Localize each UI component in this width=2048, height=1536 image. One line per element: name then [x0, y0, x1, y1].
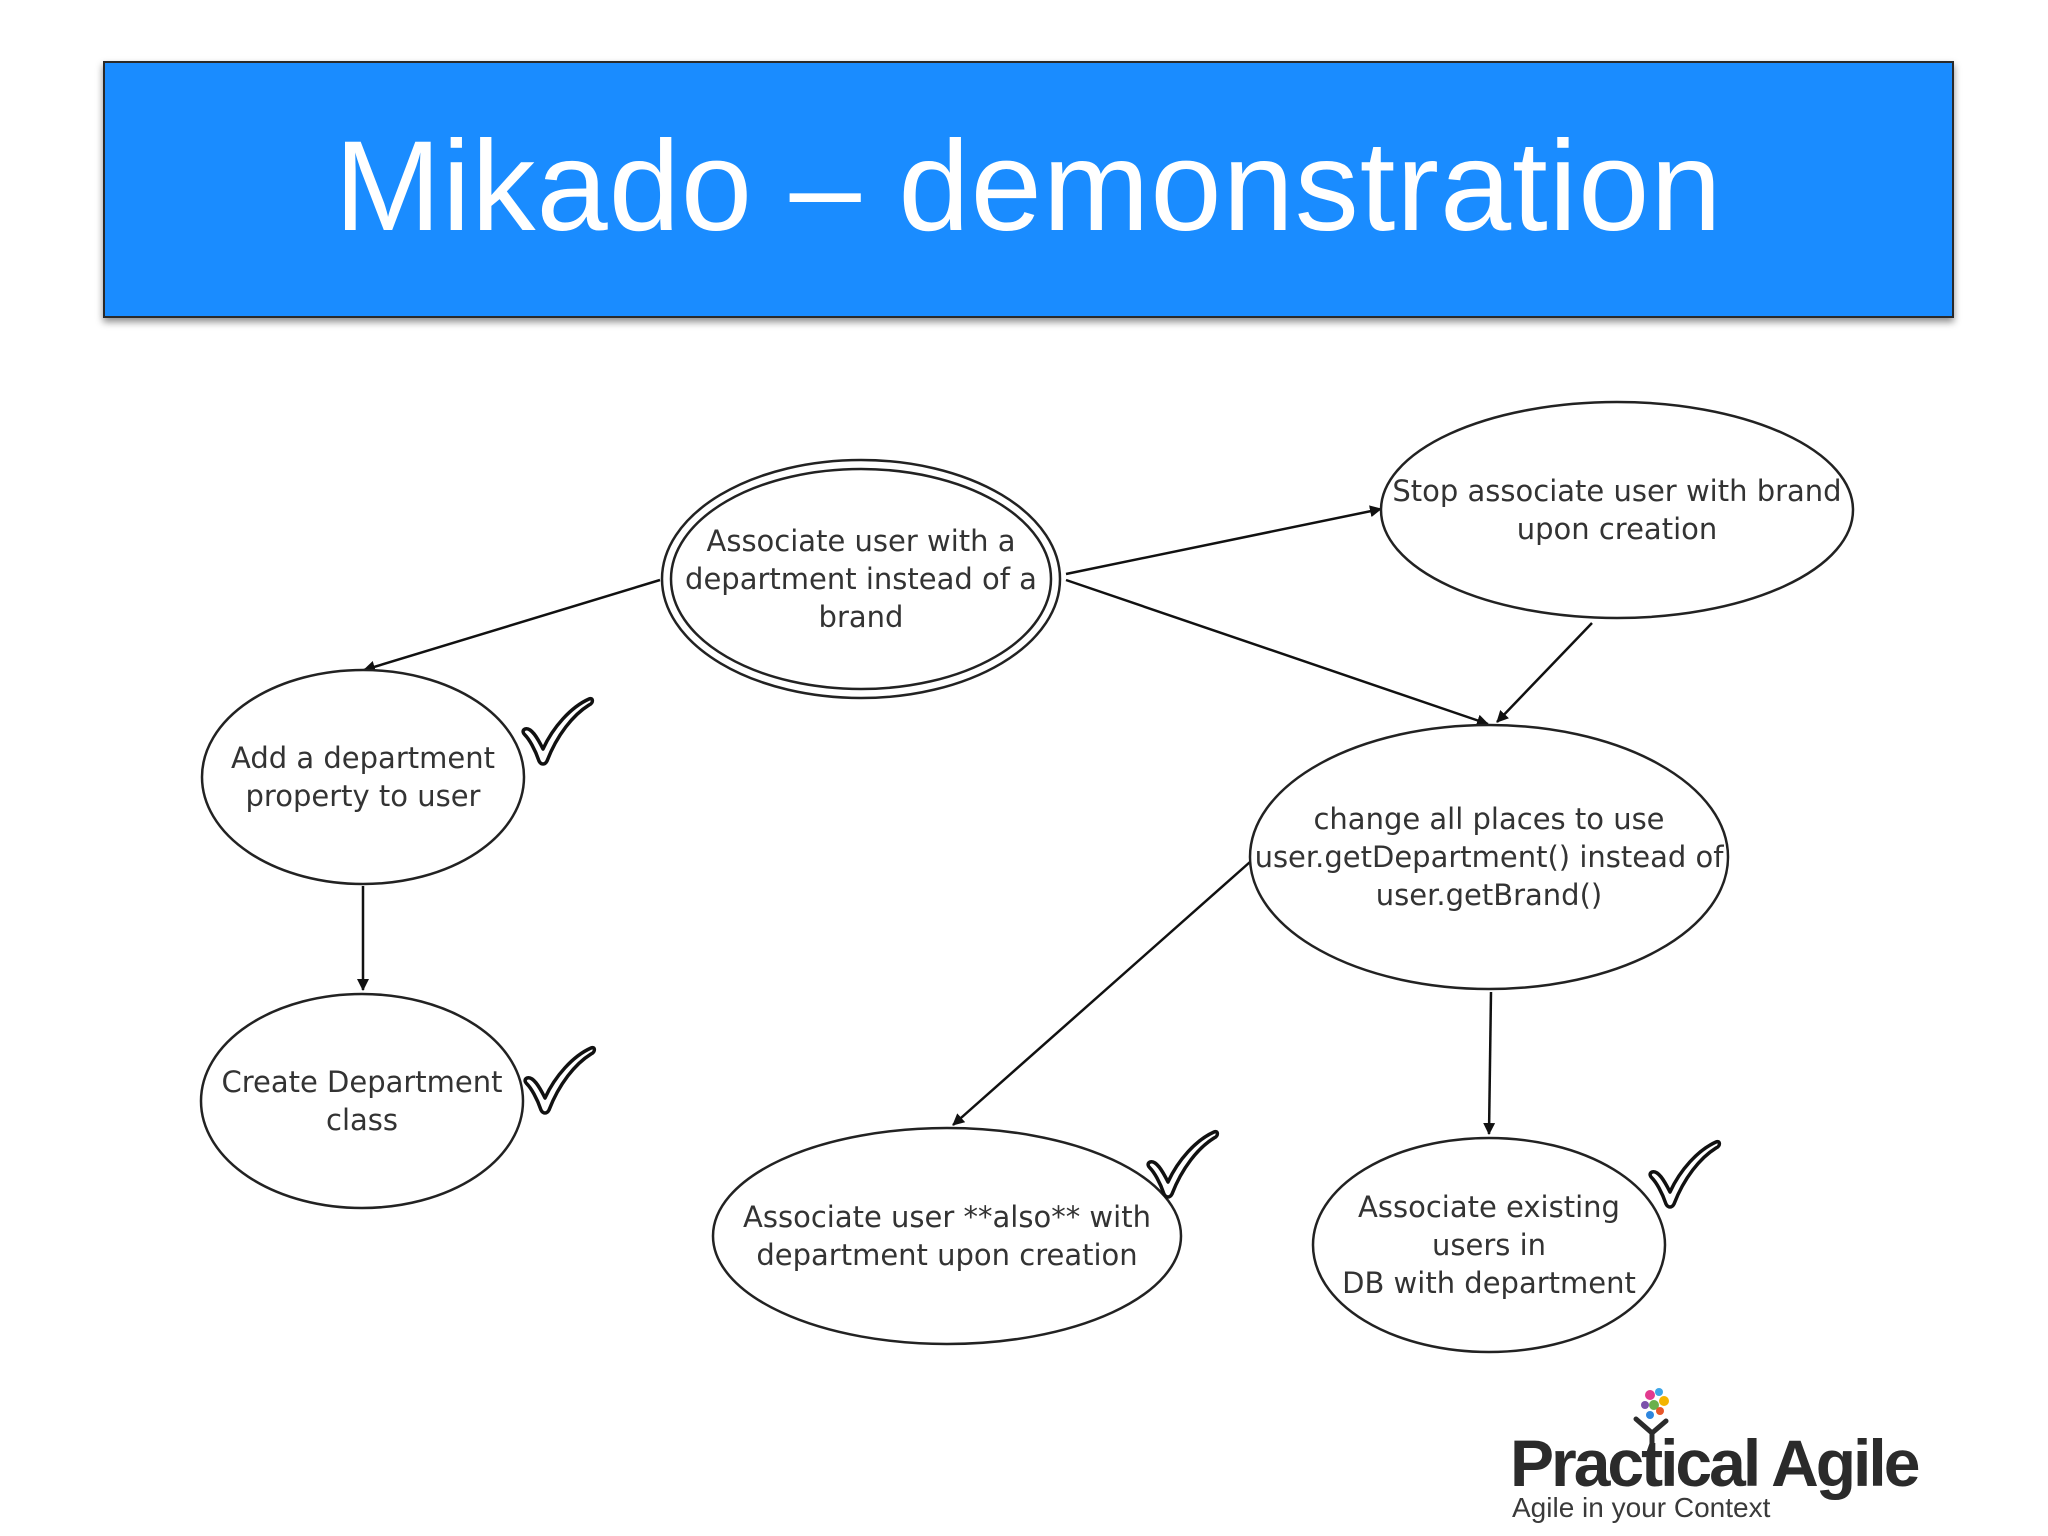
node-ellipse [200, 668, 526, 886]
node-label-line: department instead of a [685, 562, 1037, 596]
node-label-line: Stop associate user with brand [1392, 474, 1841, 508]
edge-change_places-to-assoc_also [952, 861, 1251, 1126]
node-label-line: Associate user with a [707, 524, 1016, 558]
logo-name: Practical Agile [1510, 1426, 1920, 1500]
node-add-prop: Add a department property to user [200, 668, 526, 886]
node-ellipse [711, 1126, 1183, 1346]
node-label-line: DB with department [1342, 1266, 1636, 1300]
node-label-line: user.getDepartment() instead of [1255, 840, 1725, 874]
logo-tagline: Agile in your Context [1512, 1492, 1771, 1523]
edge-goal-to-change_places [1065, 578, 1489, 727]
node-ellipse [660, 458, 1062, 700]
edge-stop_assoc-to-change_places [1496, 622, 1593, 723]
node-goal: Associate user with a department instead … [660, 458, 1062, 700]
node-create-class: Create Department class [199, 992, 525, 1210]
node-ellipse [1248, 723, 1730, 991]
edge-change_places-to-assoc_existing [1483, 991, 1496, 1135]
node-label-line: class [326, 1103, 398, 1137]
node-label-line: user.getBrand() [1376, 878, 1602, 912]
node-label-line: Create Department [221, 1065, 502, 1099]
node-label-line: Associate user **also** with [743, 1200, 1151, 1234]
node-ellipse [1311, 1136, 1667, 1354]
node-ellipse [1379, 400, 1855, 620]
node-inner-ellipse [669, 467, 1053, 691]
node-label-line: Add a department [231, 741, 495, 775]
node-assoc-existing: Associate existing users in DB with depart… [1311, 1136, 1667, 1354]
edge-goal-to-stop_assoc [1065, 505, 1382, 576]
node-label-line: users in [1432, 1228, 1546, 1262]
checkmark-icon [1146, 1129, 1220, 1199]
checkmark-icon [521, 696, 595, 766]
node-change-places: change all places to use user.getDepartme… [1248, 723, 1730, 991]
node-label-line: upon creation [1517, 512, 1718, 546]
logo-figure-icon [1633, 1388, 1669, 1455]
node-label-line: brand [819, 600, 904, 634]
node-ellipse [199, 992, 525, 1210]
node-label-line: property to user [246, 779, 481, 813]
practical-agile-logo: Practical Agile Agile in your Context [1510, 1385, 1940, 1525]
checkmark-icon [1648, 1139, 1722, 1209]
node-label-line: change all places to use [1313, 802, 1664, 836]
node-label-line: department upon creation [756, 1238, 1137, 1272]
edge-goal-to-add_prop [363, 578, 661, 673]
checkmark-icon [523, 1045, 597, 1115]
node-stop-assoc: Stop associate user with brand upon creat… [1379, 400, 1855, 620]
slide-title: Mikado – demonstration [334, 115, 1723, 258]
node-assoc-also: Associate user **also** with department u… [711, 1126, 1183, 1346]
node-label-line: Associate existing [1358, 1190, 1620, 1224]
title-banner: Mikado – demonstration [103, 61, 1954, 318]
